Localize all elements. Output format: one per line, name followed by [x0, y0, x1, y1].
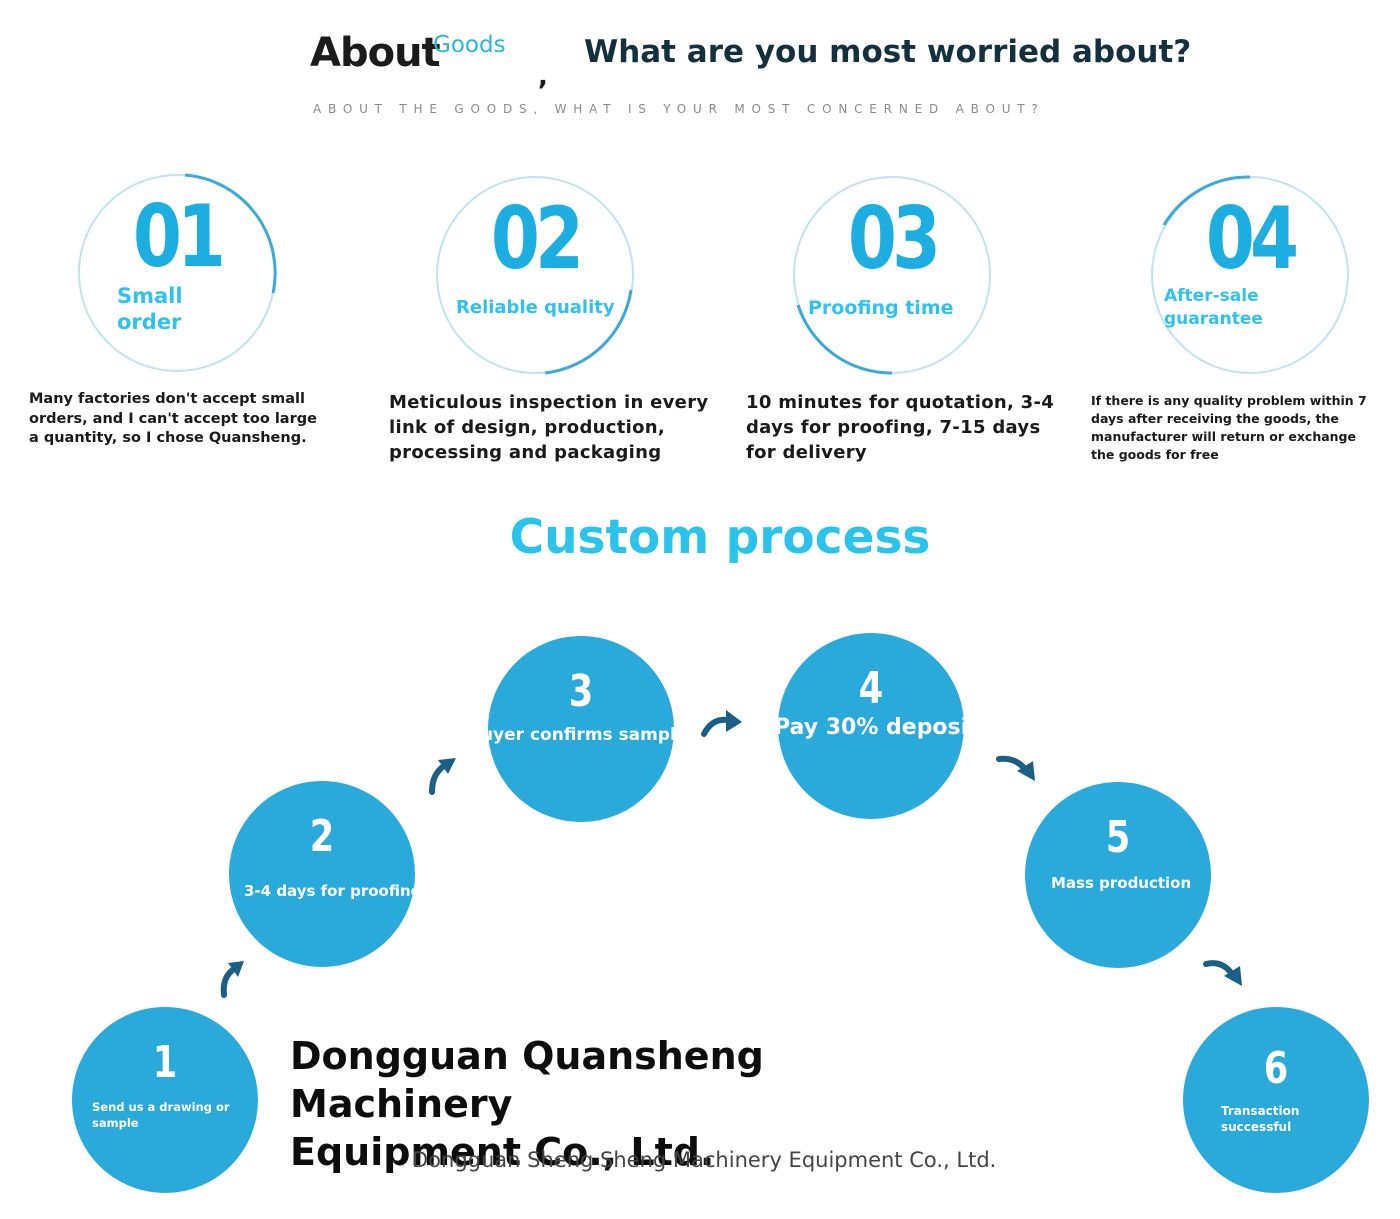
step-number: 6 [1263, 1043, 1289, 1094]
process-step-2: 2 3-4 days for proofing [229, 781, 415, 967]
process-step-4: 4 Pay 30% deposit [778, 633, 964, 819]
step-number: 2 [309, 811, 335, 862]
header-comma: , [538, 62, 548, 92]
concern-ring-icon [1151, 175, 1349, 374]
concern-card-04: 04 After-sale guarantee [1150, 175, 1350, 375]
curved-arrow-icon [1203, 960, 1242, 986]
concern-label: Proofing time [808, 297, 954, 319]
curved-arrow-icon [996, 755, 1035, 781]
concern-ring-icon [793, 176, 991, 375]
header-about: About [310, 30, 441, 76]
concern-ring-icon [78, 173, 277, 372]
concern-label: Small order [117, 284, 183, 334]
step-label: Send us a drawing or sample [92, 1100, 230, 1130]
concern-number: 01 [132, 187, 226, 287]
curved-arrow-icon [220, 961, 244, 998]
step-number: 5 [1105, 812, 1131, 863]
concern-label: After-sale guarantee [1164, 286, 1263, 329]
company-sub-name: Dongguan Sheng Sheng Machinery Equipment… [412, 1148, 997, 1172]
process-title: Custom process [509, 510, 931, 565]
process-step-1: 1 Send us a drawing or sample [72, 1007, 258, 1193]
step-number: 4 [858, 663, 884, 714]
concern-description: Meticulous inspection in every link of d… [389, 392, 709, 463]
header-question: What are you most worried about? [584, 34, 1192, 70]
step-label: Mass production [1051, 874, 1192, 892]
curved-arrow-icon [701, 710, 742, 737]
step-label: 3-4 days for proofing [244, 882, 415, 900]
step-label: Pay 30% deposit [778, 715, 964, 740]
process-step-6: 6 Transaction successful [1183, 1007, 1369, 1193]
header-goods: Goods [433, 32, 506, 58]
curved-arrow-icon [429, 758, 456, 795]
concern-number: 04 [1205, 189, 1299, 289]
concern-number: 02 [490, 189, 584, 289]
header-subtitle: ABOUT THE GOODS, WHAT IS YOUR MOST CONCE… [313, 102, 1045, 116]
concern-number: 03 [847, 189, 941, 289]
company-name: Dongguan Quansheng Machinery Equipment C… [290, 1034, 764, 1174]
concern-card-03: 03 Proofing time [792, 175, 992, 375]
process-step-5: 5 Mass production [1025, 782, 1211, 968]
concern-label: Reliable quality [456, 297, 615, 318]
concern-description: 10 minutes for quotation, 3-4 days for p… [746, 392, 1055, 463]
concern-ring-icon [436, 176, 634, 375]
concern-description: Many factories don't accept small orders… [29, 391, 317, 446]
step-label: Buyer confirms sample [488, 725, 674, 745]
step-number: 1 [152, 1037, 178, 1088]
concern-card-02: 02 Reliable quality [435, 175, 635, 375]
process-step-3: 3 Buyer confirms sample [488, 636, 674, 822]
step-number: 3 [568, 666, 594, 717]
step-label: Transaction successful [1221, 1104, 1300, 1134]
concern-card-01: 01 Small order [77, 173, 277, 373]
concern-description: If there is any quality problem within 7… [1091, 393, 1367, 462]
